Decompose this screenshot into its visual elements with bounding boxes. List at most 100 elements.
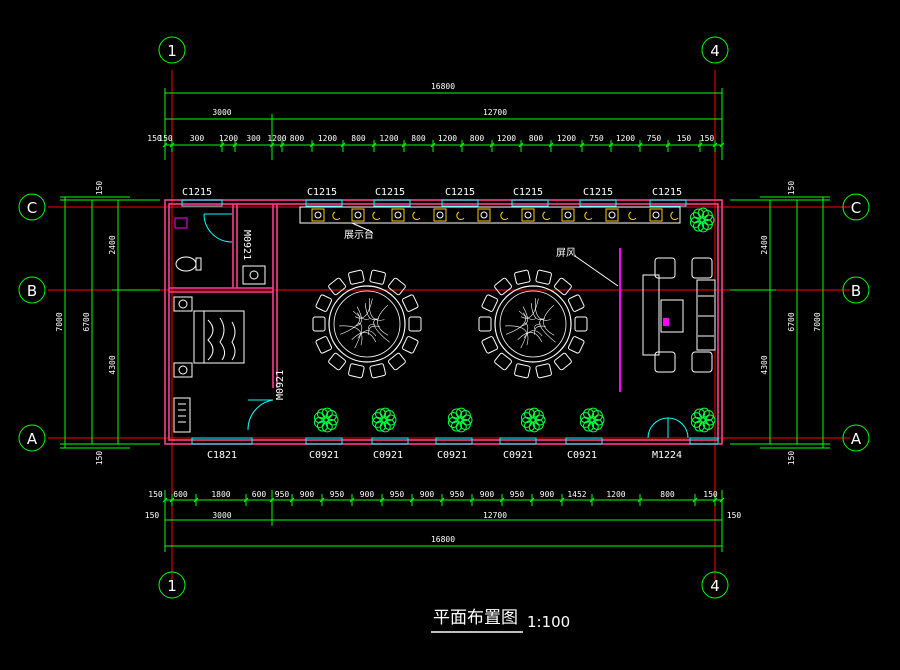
- drawing-title: 平面布置图: [433, 608, 518, 628]
- chair: [554, 277, 572, 296]
- window-label-bottom-1: C1821: [207, 450, 237, 461]
- window-label-top-7: C1215: [652, 187, 682, 198]
- right-outer-dim: 7000: [813, 312, 822, 331]
- bottom-row-dim-4: 950: [275, 490, 290, 499]
- screen-label: 屏风: [556, 247, 576, 259]
- bottom-row-dim-0: 150: [148, 490, 163, 499]
- bottom-row-dim-15: 1200: [606, 490, 625, 499]
- display-item-0: [311, 208, 325, 222]
- top-total-dim: 16800: [431, 82, 455, 91]
- chair: [369, 269, 386, 285]
- top-span1-dim: 3000: [212, 108, 231, 117]
- chair: [567, 294, 585, 312]
- display-item-1: [332, 211, 341, 221]
- top-row-dim-9: 1200: [379, 134, 398, 143]
- bottom-row-dim-6: 950: [330, 490, 345, 499]
- window-label-top-2: C1215: [307, 187, 337, 198]
- bottom-row-dim-8: 950: [390, 490, 405, 499]
- top-row-dim-1: 150: [158, 134, 173, 143]
- chair: [481, 336, 499, 354]
- window-label-top-6: C1215: [583, 187, 613, 198]
- top-row-dim-8: 800: [351, 134, 366, 143]
- left-bottom-margin: 150: [95, 451, 104, 466]
- doors: [203, 213, 689, 439]
- chair: [514, 269, 531, 285]
- bottom-row-dim-2: 1800: [211, 490, 230, 499]
- right-bottom-margin: 150: [787, 451, 796, 466]
- top-row-dim-2: 300: [190, 134, 205, 143]
- axis-c-left: C: [27, 199, 37, 217]
- window-label-bottom-4: C0921: [437, 450, 467, 461]
- chair: [514, 363, 531, 379]
- bottom-row-dim-11: 900: [480, 490, 495, 499]
- display-item-7: [456, 211, 465, 221]
- bottom-row-dim-5: 900: [300, 490, 315, 499]
- chair: [494, 277, 512, 296]
- left-outer-dim: 7000: [55, 312, 64, 331]
- left-upper-dim: 2400: [108, 235, 117, 254]
- plant-icon: [689, 207, 715, 233]
- right-top-margin: 150: [787, 181, 796, 196]
- axis-c-right: C: [851, 199, 861, 217]
- top-row-dim-16: 750: [589, 134, 604, 143]
- display-item-15: [628, 211, 637, 221]
- display-item-14: [605, 208, 619, 222]
- bottom-span2-dim: 12700: [483, 511, 507, 520]
- bathroom-fixtures: [174, 217, 188, 229]
- bottom-row-dim-7: 900: [360, 490, 375, 499]
- top-row-dim-11: 1200: [438, 134, 457, 143]
- window-labels: C1215 C1215 C1215 C1215 C1215 C1215 C121…: [182, 187, 682, 461]
- chair: [554, 352, 572, 371]
- left-inner-dim: 6700: [82, 312, 91, 331]
- axis-4-top: 4: [710, 42, 720, 60]
- display-stand: [299, 206, 681, 224]
- top-row-dim-12: 800: [470, 134, 485, 143]
- axis-4-bottom: 4: [710, 577, 720, 595]
- window-label-top-3: C1215: [375, 187, 405, 198]
- bottom-span-left: 150: [145, 511, 160, 520]
- plant-icon: [579, 407, 605, 433]
- display-item-3: [372, 211, 381, 221]
- bottom-total-dim: 16800: [431, 535, 455, 544]
- bottom-dimension-lines: [164, 490, 723, 552]
- chair: [388, 352, 406, 371]
- axis-a-right: A: [851, 430, 862, 448]
- top-row-dim-13: 1200: [497, 134, 516, 143]
- plants: [313, 207, 716, 433]
- chair: [388, 277, 406, 296]
- window-label-bottom-3: C0921: [373, 450, 403, 461]
- display-item-16: [649, 208, 663, 222]
- drawing-scale: 1:100: [527, 613, 570, 631]
- plant-icon: [447, 407, 473, 433]
- display-item-4: [391, 208, 405, 222]
- window-label-bottom-2: C0921: [309, 450, 339, 461]
- right-inner-dim: 6700: [787, 312, 796, 331]
- window-label-bottom-5: C0921: [503, 450, 533, 461]
- left-lower-dim: 4300: [108, 355, 117, 374]
- plant-icon: [371, 407, 397, 433]
- window-label-top-1: C1215: [182, 187, 212, 198]
- axis-1-bottom: 1: [167, 577, 177, 595]
- display-item-6: [433, 208, 447, 222]
- plant-icon: [520, 407, 546, 433]
- chair: [348, 269, 365, 285]
- chair: [348, 363, 365, 379]
- round-table-1: [312, 269, 422, 379]
- bottom-row-dim-10: 950: [450, 490, 465, 499]
- bathroom-fixtures-white: [175, 256, 266, 285]
- sofa-set: [642, 257, 716, 373]
- right-upper-dim: 2400: [760, 235, 769, 254]
- chair: [328, 352, 346, 371]
- top-row-dim-20: 150: [700, 134, 715, 143]
- axis-a-left: A: [27, 430, 38, 448]
- display-item-11: [542, 211, 551, 221]
- top-row-dim-7: 1200: [318, 134, 337, 143]
- chair: [401, 336, 419, 354]
- display-item-5: [412, 211, 421, 221]
- display-items: [311, 208, 679, 222]
- window-openings: [181, 199, 719, 445]
- left-dimension-lines: [60, 196, 160, 449]
